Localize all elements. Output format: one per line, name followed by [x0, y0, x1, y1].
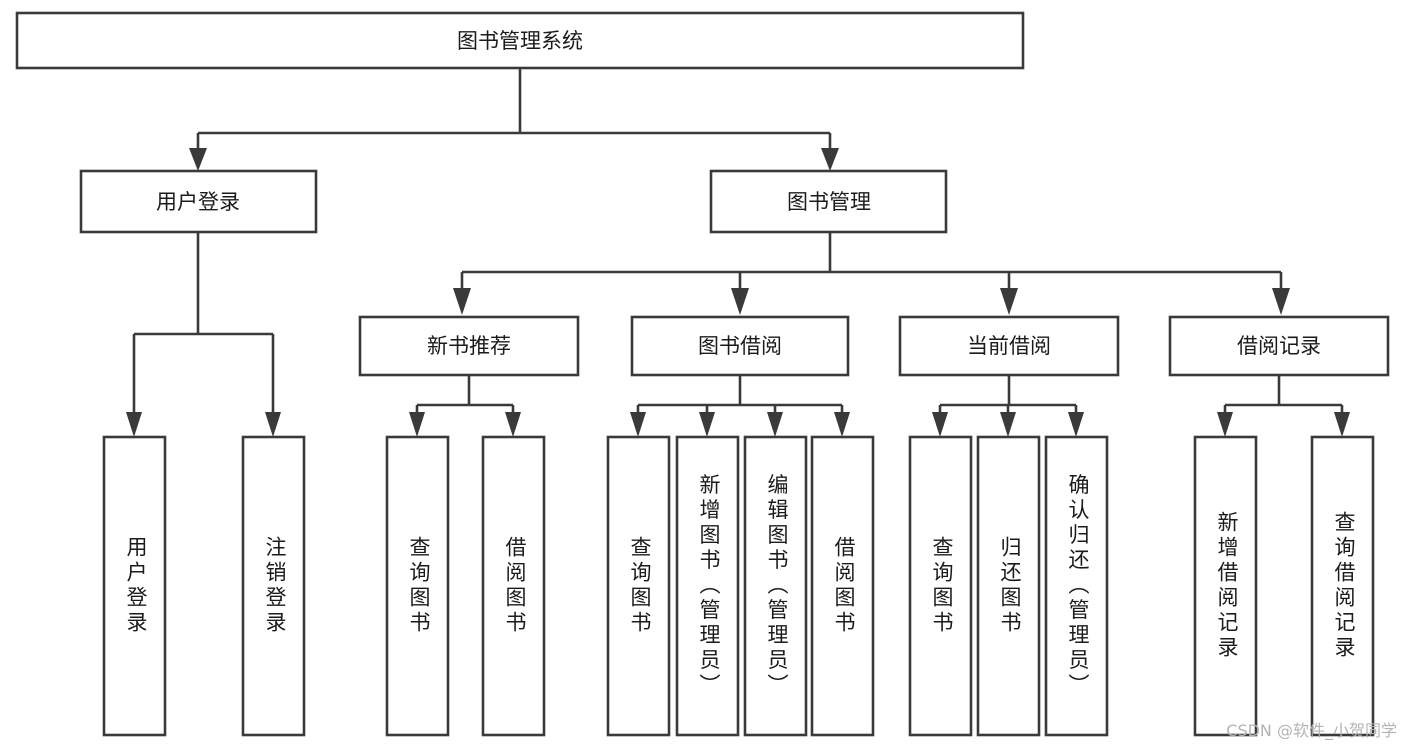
- arrowhead-userlogin: [189, 148, 207, 171]
- edges-layer: [126, 68, 1350, 437]
- node-book-borrow[interactable]: 图书借阅: [630, 315, 850, 377]
- node-new-book-recommend-label: 新书推荐: [427, 334, 511, 358]
- node-leaf-query-record[interactable]: 查询借阅记录: [1310, 435, 1375, 737]
- node-borrow-record[interactable]: 借阅记录: [1168, 315, 1390, 377]
- arrowhead-leaf-return-book: [1000, 412, 1016, 437]
- node-leaf-borrow-book-2[interactable]: 借阅图书: [810, 435, 875, 737]
- node-leaf-query-book-1-box[interactable]: [385, 435, 450, 737]
- node-leaf-add-record-label: 新增借阅记录: [1215, 511, 1239, 661]
- node-leaf-edit-book[interactable]: 编辑图书（管理员）: [743, 435, 808, 737]
- node-leaf-query-book-1[interactable]: 查询图书: [385, 435, 450, 737]
- node-leaf-query-book-3-box[interactable]: [908, 435, 973, 737]
- node-leaf-confirm-return-box[interactable]: [1044, 435, 1109, 737]
- node-borrow-record-box[interactable]: [1168, 315, 1390, 377]
- node-leaf-confirm-return[interactable]: 确认归还（管理员）: [1044, 435, 1109, 737]
- node-current-borrow[interactable]: 当前借阅: [898, 315, 1120, 377]
- arrowhead-leaf-borrow-book-2: [834, 412, 850, 437]
- arrowhead-leaf-edit-book: [767, 412, 783, 437]
- node-current-borrow-label: 当前借阅: [967, 334, 1051, 358]
- node-leaf-query-book-2-box[interactable]: [606, 435, 671, 737]
- node-leaf-logout[interactable]: 注销登录: [241, 435, 306, 737]
- node-leaf-borrow-book-2-label: 借阅图书: [832, 536, 856, 636]
- node-new-book-recommend[interactable]: 新书推荐: [358, 315, 580, 377]
- node-user-login-box[interactable]: [79, 169, 318, 234]
- arrowhead-leaf-add-book: [699, 412, 715, 437]
- node-root-box[interactable]: [15, 11, 1025, 70]
- node-book-manage-box[interactable]: [709, 169, 948, 234]
- arrowhead-leaf-query-book-2: [630, 412, 646, 437]
- node-leaf-query-record-box[interactable]: [1310, 435, 1375, 737]
- arrowhead-leaf-query-book-1: [409, 412, 425, 437]
- node-leaf-user-login[interactable]: 用户登录: [102, 435, 167, 737]
- arrowhead-leaf-logout: [265, 412, 281, 437]
- node-book-manage-label: 图书管理: [787, 190, 871, 214]
- node-leaf-edit-book-label: 编辑图书（管理员）: [765, 474, 789, 699]
- node-leaf-confirm-return-label: 确认归还（管理员）: [1066, 474, 1090, 699]
- arrowhead-bookmanage: [821, 148, 839, 171]
- node-leaf-query-book-1-label: 查询图书: [407, 536, 431, 636]
- node-root-label: 图书管理系统: [457, 29, 583, 53]
- node-leaf-add-book[interactable]: 新增图书（管理员）: [675, 435, 740, 737]
- node-borrow-record-label: 借阅记录: [1237, 334, 1321, 358]
- node-leaf-logout-label: 注销登录: [263, 536, 287, 636]
- arrowhead-leaf-borrow-book-1: [505, 412, 521, 437]
- node-leaf-borrow-book-1-box[interactable]: [481, 435, 546, 737]
- arrowhead-book-borrow: [731, 288, 749, 315]
- arrowhead-new-book-recommend: [453, 288, 471, 315]
- node-leaf-query-record-label: 查询借阅记录: [1332, 511, 1356, 661]
- node-current-borrow-box[interactable]: [898, 315, 1120, 377]
- node-leaf-query-book-3-label: 查询图书: [930, 536, 954, 636]
- node-leaf-return-book-label: 归还图书: [998, 536, 1022, 636]
- node-leaf-edit-book-box[interactable]: [743, 435, 808, 737]
- arrowhead-leaf-query-record: [1334, 412, 1350, 437]
- arrowhead-leaf-user-login: [126, 412, 142, 437]
- node-user-login-label: 用户登录: [156, 190, 240, 214]
- node-leaf-add-record[interactable]: 新增借阅记录: [1193, 435, 1258, 737]
- node-leaf-query-book-2[interactable]: 查询图书: [606, 435, 671, 737]
- node-leaf-add-book-box[interactable]: [675, 435, 740, 737]
- node-leaf-add-record-box[interactable]: [1193, 435, 1258, 737]
- watermark-label: CSDN @软件_小贺同学: [1226, 721, 1397, 740]
- node-book-manage[interactable]: 图书管理: [709, 169, 948, 234]
- node-leaf-add-book-label: 新增图书（管理员）: [697, 474, 721, 699]
- node-leaf-query-book-3[interactable]: 查询图书: [908, 435, 973, 737]
- arrowhead-leaf-query-book-3: [932, 412, 948, 437]
- node-user-login[interactable]: 用户登录: [79, 169, 318, 234]
- node-leaf-return-book-box[interactable]: [976, 435, 1041, 737]
- node-leaf-return-book[interactable]: 归还图书: [976, 435, 1041, 737]
- arrowhead-borrow-record: [1272, 288, 1290, 315]
- arrowhead-current-borrow: [1000, 288, 1018, 315]
- node-book-borrow-label: 图书借阅: [698, 334, 782, 358]
- arrowhead-leaf-confirm-return: [1068, 412, 1084, 437]
- node-leaf-user-login-box[interactable]: [102, 435, 167, 737]
- node-leaf-query-book-2-label: 查询图书: [628, 536, 652, 636]
- node-leaf-borrow-book-1-label: 借阅图书: [503, 536, 527, 636]
- node-new-book-recommend-box[interactable]: [358, 315, 580, 377]
- arrowhead-leaf-add-record: [1217, 412, 1233, 437]
- node-leaf-logout-box[interactable]: [241, 435, 306, 737]
- node-root[interactable]: 图书管理系统: [15, 11, 1025, 70]
- node-leaf-borrow-book-1[interactable]: 借阅图书: [481, 435, 546, 737]
- node-leaf-borrow-book-2-box[interactable]: [810, 435, 875, 737]
- node-book-borrow-box[interactable]: [630, 315, 850, 377]
- node-leaf-user-login-label: 用户登录: [124, 536, 148, 636]
